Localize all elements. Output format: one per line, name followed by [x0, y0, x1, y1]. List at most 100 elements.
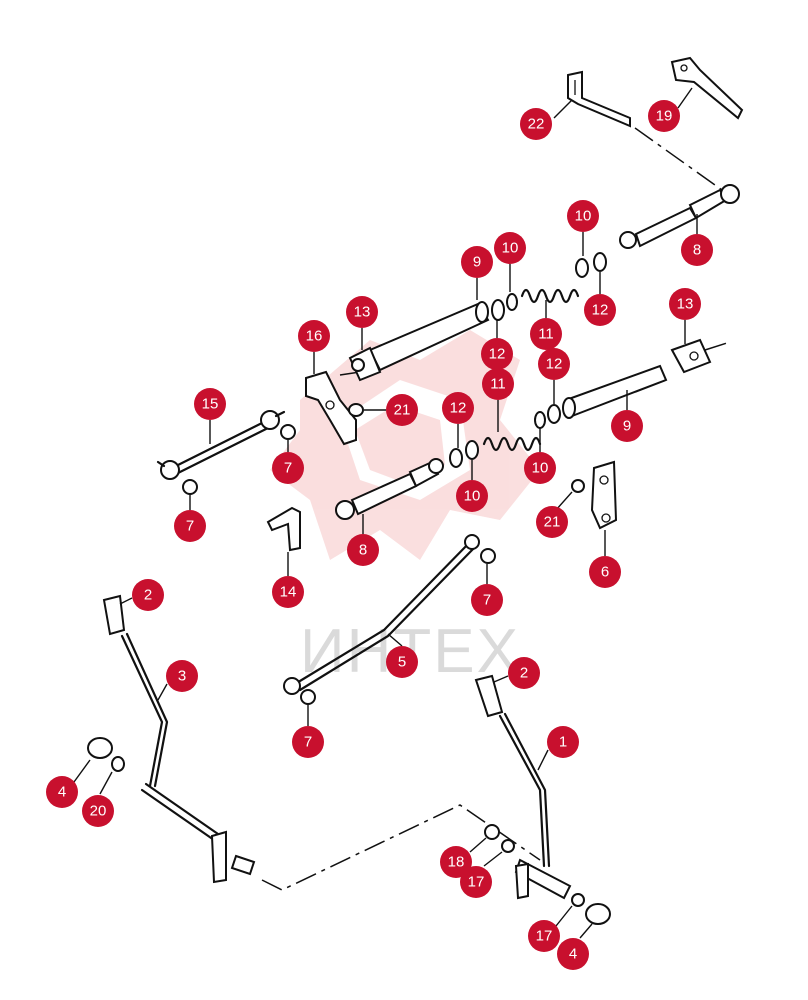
svg-text:20: 20: [90, 803, 107, 820]
callout-group: 22 19 10 9 10 8 12 13 16 11 12 13 12 21 …: [46, 87, 713, 970]
callout-badge: 11: [530, 300, 562, 350]
part-7-bush-b: [182, 479, 198, 495]
part-16-bracket: [305, 370, 357, 446]
svg-text:17: 17: [536, 928, 553, 945]
callout-badge: 15: [194, 388, 226, 444]
part-8-upper-rod: [619, 184, 740, 249]
upper-spring-assembly: [491, 252, 607, 321]
svg-text:7: 7: [483, 592, 491, 609]
svg-text:7: 7: [284, 460, 292, 477]
callout-badge: 21: [364, 394, 418, 426]
svg-text:11: 11: [538, 326, 554, 343]
svg-text:4: 4: [569, 946, 577, 963]
svg-text:21: 21: [394, 402, 411, 419]
part-7-bush-d: [300, 689, 316, 705]
part-17-bush-a: [501, 839, 515, 853]
svg-text:8: 8: [693, 242, 701, 259]
svg-text:15: 15: [202, 396, 219, 413]
part-14-bracket: [266, 506, 301, 552]
part-9-upper-cylinder: [348, 301, 490, 382]
svg-text:12: 12: [546, 356, 563, 373]
callout-badge: 18: [440, 837, 487, 878]
callout-badge: 10: [567, 200, 599, 256]
callout-badge: 12: [584, 272, 616, 326]
callout-badge: 1: [537, 726, 579, 771]
svg-text:13: 13: [354, 304, 371, 321]
svg-text:19: 19: [656, 108, 673, 125]
callout-badge: 2: [493, 657, 540, 689]
part-20-washer: [111, 756, 125, 772]
svg-text:18: 18: [448, 854, 465, 871]
svg-text:5: 5: [398, 654, 406, 671]
callout-badge: 7: [174, 494, 206, 542]
svg-text:22: 22: [528, 116, 545, 133]
callout-badge: 4: [46, 759, 91, 808]
dashed-link-right: [704, 341, 731, 351]
svg-text:21: 21: [544, 514, 561, 531]
callout-badge: 7: [471, 564, 503, 616]
part-5-link-rod: [283, 534, 480, 695]
svg-text:12: 12: [592, 302, 609, 319]
callout-badge: 10: [494, 232, 526, 292]
callout-badge: 21: [536, 491, 573, 538]
svg-text:9: 9: [473, 254, 481, 271]
callout-badge: 7: [292, 704, 324, 758]
callout-badge: 11: [482, 368, 514, 432]
callout-badge: 19: [648, 87, 693, 132]
svg-text:2: 2: [144, 587, 152, 604]
part-15-rod: [156, 410, 286, 480]
svg-text:8: 8: [359, 542, 367, 559]
callout-badge: 12: [442, 392, 474, 448]
part-3-left-lever: [102, 594, 256, 884]
part-8-lower-rod: [335, 458, 444, 520]
svg-text:11: 11: [490, 376, 506, 393]
svg-text:2: 2: [520, 665, 528, 682]
part-7-bush-a: [280, 424, 296, 440]
svg-text:10: 10: [502, 240, 519, 257]
part-6-bracket: [590, 460, 618, 530]
svg-text:4: 4: [58, 784, 66, 801]
part-21-bush-lower: [571, 479, 585, 493]
svg-text:1: 1: [559, 734, 567, 751]
svg-text:17: 17: [468, 874, 485, 891]
part-4-flange-left: [87, 737, 113, 759]
part-1-right-lever: [474, 674, 572, 900]
callout-badge: 6: [589, 530, 621, 588]
svg-text:9: 9: [623, 418, 631, 435]
svg-text:3: 3: [178, 668, 186, 685]
svg-text:14: 14: [280, 584, 297, 601]
callout-badge: 3: [157, 660, 198, 701]
svg-text:12: 12: [450, 400, 467, 417]
callout-badge: 9: [611, 390, 643, 442]
callout-badge: 12: [538, 348, 570, 404]
svg-text:7: 7: [304, 734, 312, 751]
svg-text:13: 13: [677, 296, 694, 313]
svg-text:16: 16: [306, 328, 323, 345]
callout-badge: 14: [272, 552, 304, 608]
svg-text:12: 12: [489, 346, 506, 363]
part-22-bracket: [567, 70, 631, 128]
callout-badge: 12: [481, 320, 513, 370]
part-7-bush-c: [480, 548, 496, 564]
part-18-bush: [484, 824, 500, 840]
callout-badge: 5: [386, 633, 418, 678]
svg-text:7: 7: [186, 518, 194, 535]
callout-badge: 7: [272, 440, 304, 484]
callout-badge: 9: [461, 246, 493, 300]
part-9-middle-cylinder: [562, 364, 668, 419]
callout-badge: 10: [524, 428, 556, 484]
callout-badge: 17: [528, 905, 573, 952]
svg-text:10: 10: [532, 460, 549, 477]
connection-lines: [261, 127, 731, 891]
part-13-right-end: [670, 338, 712, 374]
callout-badge: 16: [298, 320, 330, 374]
part-4-flange-right: [585, 903, 611, 925]
callout-badge: 17: [460, 851, 503, 898]
svg-text:10: 10: [464, 488, 481, 505]
part-17-bush-b: [571, 893, 585, 907]
callout-badge: 8: [681, 214, 713, 266]
callout-badge: 4: [557, 923, 593, 970]
callout-badge: 13: [669, 288, 701, 344]
svg-text:6: 6: [601, 564, 609, 581]
